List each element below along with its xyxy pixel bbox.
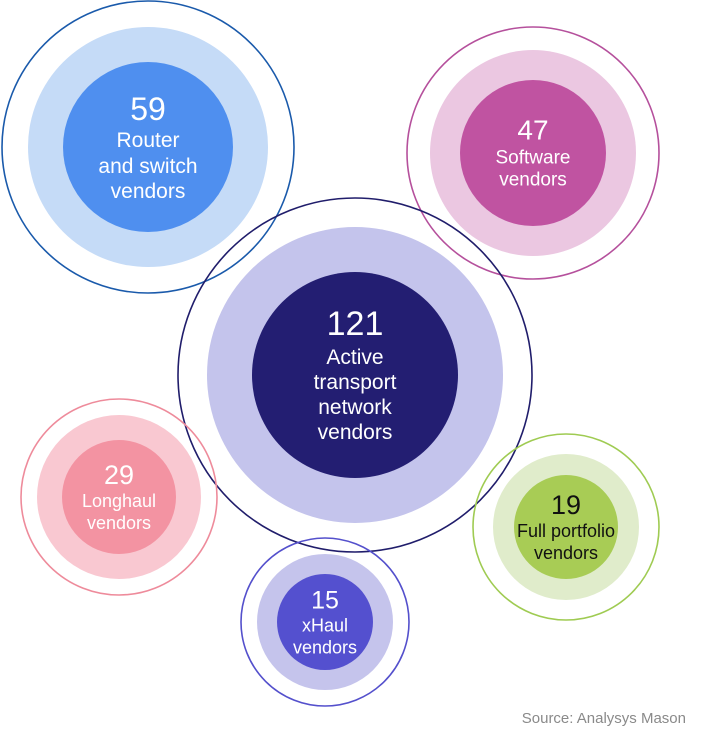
bubble-software [430, 50, 636, 256]
bubble-inner-xhaul [277, 574, 373, 670]
bubble-value: 47 [517, 114, 549, 146]
bubble-text: Full portfolio vendors [516, 521, 616, 564]
bubble-router [28, 27, 268, 267]
bubble-fullportfolio [493, 454, 639, 600]
bubble-value: 15 [311, 586, 339, 615]
bubble-value: 121 [326, 305, 384, 344]
bubble-ring-active [177, 197, 533, 553]
bubble-text: Software vendors [495, 147, 571, 191]
bubble-inner-software [460, 80, 606, 226]
bubble-ring-software [406, 26, 660, 280]
bubble-inner-router [63, 62, 233, 232]
bubble-value: 59 [130, 91, 166, 128]
bubble-text: Active transport network vendors [313, 346, 397, 445]
source-note: Source: Analysys Mason [521, 710, 686, 727]
bubble-text: Router and switch vendors [98, 129, 198, 203]
bubble-inner-active [252, 272, 458, 478]
bubble-active [207, 227, 503, 523]
bubble-inner-longhaul [62, 440, 176, 554]
bubble-text: xHaul vendors [292, 615, 358, 657]
bubble-value: 29 [103, 460, 135, 491]
bubble-ring-fullportfolio [472, 433, 660, 621]
bubble-longhaul [37, 415, 201, 579]
bubble-xhaul [257, 554, 393, 690]
bubble-inner-fullportfolio [514, 475, 618, 579]
bubble-ring-longhaul [20, 398, 218, 596]
bubble-ring-router [1, 0, 295, 294]
bubble-value: 19 [550, 490, 582, 521]
bubble-ring-xhaul [240, 537, 410, 707]
bubble-text: Longhaul vendors [81, 491, 157, 534]
